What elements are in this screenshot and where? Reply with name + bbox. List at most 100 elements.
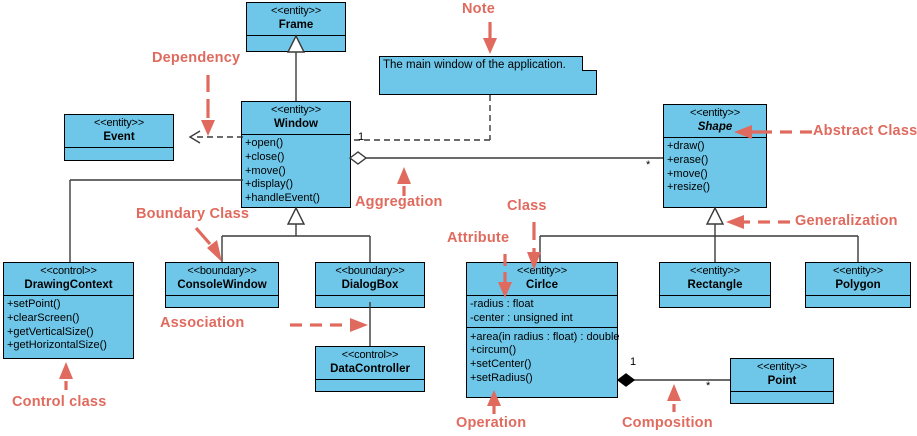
class-attributes: -radius : float -center : unsigned int <box>467 296 617 329</box>
class-stereotype: <<entity>> <box>690 265 740 277</box>
class-header: <<control>> DataController <box>316 347 424 380</box>
arrow-abstract-class <box>734 125 812 139</box>
svg-text:1: 1 <box>630 356 636 368</box>
class-box-point[interactable]: <<entity>> Point <box>730 358 834 404</box>
arrow-control-class <box>59 362 73 390</box>
operation-item: +circum() <box>470 344 517 357</box>
operation-item: +close() <box>245 151 285 163</box>
class-header: <<entity>> Polygon <box>806 263 910 296</box>
annotation-operation: Operation <box>456 415 527 431</box>
class-header: <<boundary>> ConsoleWindow <box>166 263 278 296</box>
class-stereotype: <<entity>> <box>833 265 883 277</box>
class-stereotype: <<entity>> <box>94 117 144 129</box>
operation-item: +resize() <box>667 181 711 194</box>
class-operations: +setPoint() +clearScreen() +getVerticalS… <box>4 296 133 355</box>
annotation-class: Class <box>507 198 547 214</box>
class-box-drawingcontext[interactable]: <<control>> DrawingContext +setPoint() +… <box>3 262 134 359</box>
class-stereotype: <<entity>> <box>271 104 321 116</box>
note-body <box>379 56 597 95</box>
class-stereotype: <<boundary>> <box>335 265 405 277</box>
operation-item: +setRadius() <box>470 371 533 384</box>
attribute-item: -radius : float <box>470 298 534 311</box>
class-name: Polygon <box>835 278 881 291</box>
svg-text:*: * <box>706 380 711 392</box>
class-box-polygon[interactable]: <<entity>> Polygon <box>805 262 911 308</box>
annotation-attribute: Attribute <box>447 230 510 246</box>
operation-item: +clearScreen() <box>7 312 80 324</box>
class-header: <<entity>> Point <box>731 359 833 392</box>
class-box-consolewindow[interactable]: <<boundary>> ConsoleWindow <box>165 262 279 308</box>
class-name: Window <box>274 117 318 130</box>
class-stereotype: <<entity>> <box>517 265 567 277</box>
class-header: <<entity>> Shape <box>664 105 766 138</box>
class-box-rectangle[interactable]: <<entity>> Rectangle <box>659 262 771 308</box>
class-box-event[interactable]: <<entity>> Event <box>64 114 174 161</box>
class-header: <<entity>> Rectangle <box>660 263 770 296</box>
operation-item: +handleEvent() <box>245 191 320 204</box>
class-name: Cirlce <box>526 278 558 291</box>
arrow-dependency <box>201 75 215 136</box>
class-name: Rectangle <box>687 278 743 291</box>
class-header: <<entity>> Event <box>65 115 173 148</box>
operation-item: +erase() <box>667 154 709 166</box>
operation-item: +area(in radius : float) : double <box>470 330 620 343</box>
class-name: DialogBox <box>341 278 399 291</box>
class-operations: +area(in radius : float) : double +circu… <box>467 328 620 387</box>
class-name: Event <box>103 130 135 143</box>
note-text: The main window of the application. <box>383 59 566 71</box>
operation-item: +display() <box>245 178 293 191</box>
class-name: Frame <box>278 18 314 31</box>
class-box-datacontroller[interactable]: <<control>> DataController <box>315 346 425 392</box>
class-operations: +draw() +erase() +move() +resize() <box>664 138 766 197</box>
arrow-boundary-class <box>194 226 222 262</box>
operation-item: +move() <box>667 167 708 180</box>
annotation-association: Association <box>160 315 245 331</box>
class-stereotype: <<control>> <box>40 265 97 277</box>
operation-item: +draw() <box>667 140 705 153</box>
class-box-window[interactable]: <<entity>> Window +open() +close() +move… <box>241 101 351 208</box>
class-box-cirlce[interactable]: <<entity>> Cirlce -radius : float -cente… <box>466 262 620 398</box>
annotation-note: Note <box>462 1 496 17</box>
arrow-operation <box>487 390 501 414</box>
annotation-dependency: Dependency <box>152 50 241 66</box>
operation-item: +getVerticalSize() <box>7 325 94 338</box>
class-box-shape[interactable]: <<entity>> Shape +draw() +erase() +move(… <box>663 104 767 208</box>
arrow-class <box>527 222 541 270</box>
svg-text:1: 1 <box>358 131 364 143</box>
annotation-control-class: Control class <box>12 394 107 410</box>
class-name: Point <box>767 374 797 387</box>
arrow-generalization <box>726 215 790 229</box>
operation-item: +setCenter() <box>470 357 532 370</box>
class-name: Shape <box>697 120 733 133</box>
class-header: <<entity>> Window <box>242 102 350 135</box>
class-stereotype: <<entity>> <box>757 361 807 373</box>
svg-text:*: * <box>646 159 651 171</box>
arrow-note <box>483 22 497 54</box>
uml-note[interactable]: The main window of the application. <box>379 56 597 95</box>
class-operations: +open() +close() +move() +display() +han… <box>242 135 350 207</box>
operation-item: +open() <box>245 137 284 150</box>
annotation-composition: Composition <box>622 415 713 431</box>
class-name: DataController <box>330 362 410 375</box>
operation-item: +getHorizontalSize() <box>7 339 107 352</box>
class-header: <<control>> DrawingContext <box>4 263 133 296</box>
annotation-aggregation: Aggregation <box>355 194 443 210</box>
class-box-dialogbox[interactable]: <<boundary>> DialogBox <box>315 262 425 308</box>
class-stereotype: <<entity>> <box>690 107 740 119</box>
note-fold-corner <box>582 56 597 71</box>
annotation-generalization: Generalization <box>795 213 898 229</box>
arrow-composition <box>667 384 681 412</box>
class-stereotype: <<control>> <box>341 349 399 361</box>
class-header: <<entity>> Cirlce <box>467 263 617 296</box>
class-stereotype: <<entity>> <box>271 5 321 17</box>
operation-item: +move() <box>245 164 286 177</box>
annotation-abstract-class: Abstract Class <box>813 123 917 139</box>
operation-item: +setPoint() <box>7 298 61 311</box>
arrow-association <box>290 318 368 332</box>
annotation-boundary-class: Boundary Class <box>136 206 250 222</box>
class-stereotype: <<boundary>> <box>187 265 257 277</box>
class-name: DrawingContext <box>24 278 113 291</box>
